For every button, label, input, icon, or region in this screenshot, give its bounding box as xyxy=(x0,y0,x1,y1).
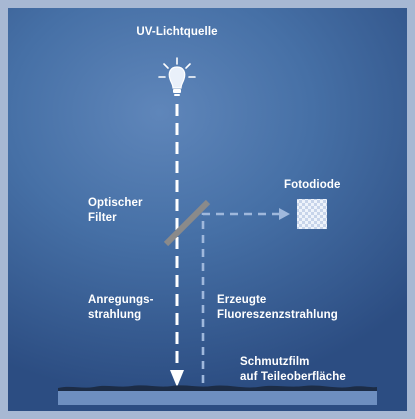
photodiode-icon xyxy=(297,199,327,229)
light-bulb-icon xyxy=(158,57,196,96)
optical-filter-label-line2: Filter xyxy=(88,212,117,224)
fluorescence-label-line1: Erzeugte xyxy=(217,294,267,306)
excitation-label-line1: Anregungs- xyxy=(88,294,154,306)
optical-filter-label-line1: Optischer xyxy=(88,197,143,209)
diagram-panel: UV-Lichtquelle Fotodiode Optischer Filte… xyxy=(8,8,407,411)
dirt-film-label: Schmutzfilm auf Teileoberfläche xyxy=(240,355,346,385)
fluorescence-label-line2: Fluoreszenzstrahlung xyxy=(217,309,338,321)
dirt-film-label-line1: Schmutzfilm xyxy=(240,356,310,368)
fluorescence-beam xyxy=(201,212,280,383)
dirt-film-label-line2: auf Teileoberfläche xyxy=(240,371,346,383)
photodiode-label: Fotodiode xyxy=(284,179,341,191)
diagram-artwork xyxy=(58,57,377,405)
fluorescence-arrowhead xyxy=(279,208,290,220)
excitation-label-line2: strahlung xyxy=(88,309,142,321)
excitation-arrowhead xyxy=(170,370,184,387)
optical-filter xyxy=(163,199,211,247)
dirt-film xyxy=(58,385,377,391)
fluorescence-label: Erzeugte Fluoreszenzstrahlung xyxy=(217,293,338,323)
excitation-label: Anregungs- strahlung xyxy=(88,293,154,323)
light-source-label: UV-Lichtquelle xyxy=(136,26,218,38)
optical-filter-label: Optischer Filter xyxy=(88,196,143,226)
surface-plate xyxy=(58,391,377,405)
